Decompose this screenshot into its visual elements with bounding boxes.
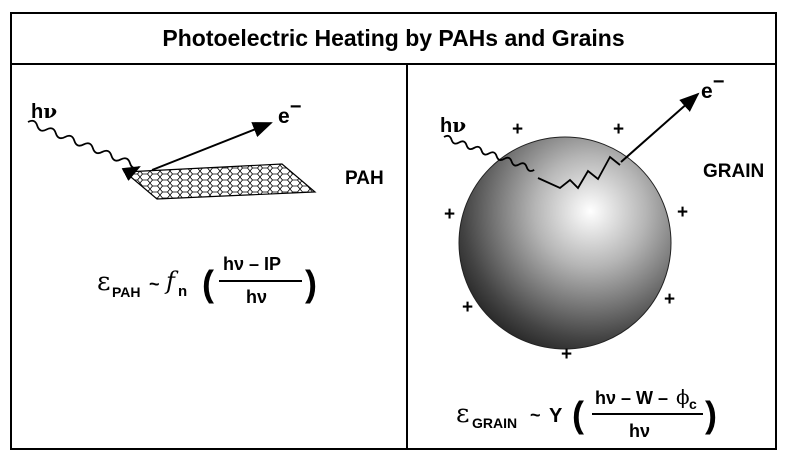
svg-text:): )	[705, 394, 717, 435]
grain-electron-path	[537, 155, 621, 190]
plus-charge: +	[512, 119, 523, 140]
pah-molecule	[123, 163, 317, 200]
grain-electron-arrow	[620, 92, 700, 163]
svg-text:f: f	[164, 267, 179, 295]
plus-charge: +	[462, 297, 473, 318]
svg-text:c: c	[689, 396, 697, 412]
grain-sphere	[458, 136, 672, 350]
svg-text:~: ~	[149, 274, 160, 294]
plus-charge: +	[444, 204, 455, 225]
grain-equation: ε GRAIN ~ Y ( hν – W – ϕ c hν )	[456, 385, 717, 441]
figure-title: Photoelectric Heating by PAHs and Grains	[12, 14, 775, 65]
svg-text:PAH: PAH	[112, 284, 141, 300]
svg-text:hν – IP: hν – IP	[223, 254, 281, 274]
svg-text:n: n	[178, 283, 187, 300]
grain-charges: + + + + + + +	[444, 119, 688, 365]
plus-charge: +	[677, 202, 688, 223]
svg-text:(: (	[202, 263, 214, 304]
svg-text:ε: ε	[456, 399, 469, 429]
figure-frame: Photoelectric Heating by PAHs and Grains	[10, 12, 777, 450]
grain-label: GRAIN	[703, 161, 764, 182]
pah-equation: ε PAH ~ f n ( hν – IP hν )	[97, 254, 317, 307]
svg-text:(: (	[572, 394, 584, 435]
pah-electron-arrow	[151, 122, 273, 171]
pah-label: PAH	[345, 168, 384, 189]
grain-photon-wave	[443, 134, 535, 172]
plus-charge: +	[664, 289, 675, 310]
grain-panel: hν e− GRAIN + + + + + + + ε GRAIN ~ Y ( …	[440, 71, 764, 441]
svg-text:GRAIN: GRAIN	[472, 415, 517, 431]
svg-text:hν – W –: hν – W –	[595, 388, 668, 408]
plus-charge: +	[561, 344, 572, 365]
pah-photon-label: hν	[31, 99, 57, 123]
pah-photon-wave	[27, 119, 141, 181]
svg-text:ε: ε	[97, 267, 110, 297]
panel-divider	[406, 63, 408, 450]
grain-photon-label: hν	[440, 113, 466, 137]
grain-electron-label: e−	[701, 71, 724, 103]
pah-electron-label: e−	[278, 96, 301, 128]
pah-panel: hν e− PAH ε PAH ~ f n ( hν – IP hν )	[27, 96, 384, 307]
svg-text:hν: hν	[629, 421, 650, 441]
svg-text:): )	[305, 263, 317, 304]
svg-text:~: ~	[530, 405, 541, 425]
svg-text:Y: Y	[549, 405, 563, 427]
plus-charge: +	[613, 119, 624, 140]
svg-text:hν: hν	[246, 287, 267, 307]
svg-text:ϕ: ϕ	[676, 385, 690, 409]
